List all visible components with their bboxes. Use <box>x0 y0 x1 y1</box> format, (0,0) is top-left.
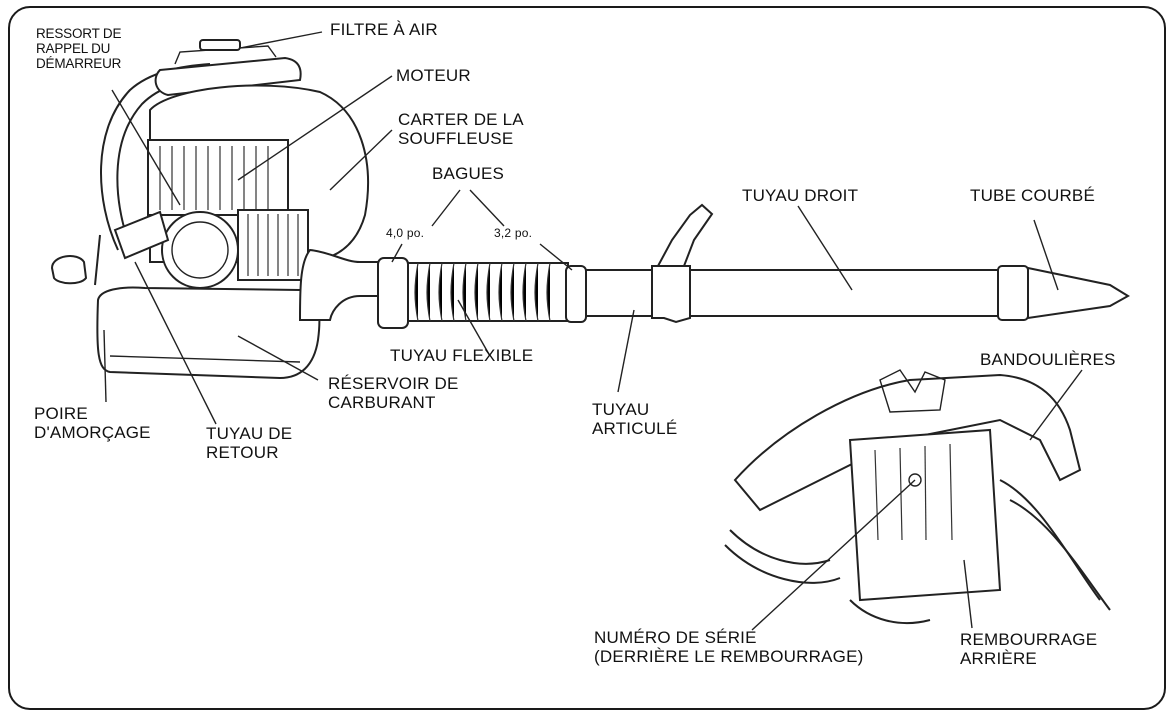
ring-3in <box>565 265 587 323</box>
engine-assembly <box>50 39 396 380</box>
label-return-tube: TUYAU DE RETOUR <box>206 424 293 462</box>
label-rings: BAGUES <box>432 164 505 183</box>
label-fuel-tank: RÉSERVOIR DE CARBURANT <box>328 374 459 412</box>
label-flex-tube: TUYAU FLEXIBLE <box>390 346 534 365</box>
diagram-frame <box>8 6 1166 710</box>
label-curved-tube: TUBE COURBÉ <box>970 186 1095 205</box>
swivel-tube-shape <box>585 269 657 317</box>
label-straight-tube: TUYAU DROIT <box>742 186 859 205</box>
label-shoulder-straps: BANDOULIÈRES <box>980 350 1116 369</box>
label-swivel-tube: TUYAU ARTICULÉ <box>592 400 678 438</box>
label-engine: MOTEUR <box>396 66 471 85</box>
harness-assembly <box>724 369 1111 624</box>
label-back-pad: REMBOURRAGE ARRIÈRE <box>960 630 1098 668</box>
tube-assembly <box>377 203 1130 329</box>
label-serial-number: NUMÉRO DE SÉRIE (DERRIÈRE LE REMBOURRAGE… <box>594 628 864 666</box>
label-primer-bulb: POIRE D'AMORÇAGE <box>34 404 151 442</box>
label-ring-size-2: 3,2 po. <box>494 226 533 240</box>
ring-4in <box>377 257 409 329</box>
leader-lines <box>103 31 1083 631</box>
label-ring-size-1: 4,0 po. <box>386 226 425 240</box>
back-pad-shape <box>848 428 1002 602</box>
label-starter-spring: RESSORT DE RAPPEL DU DÉMARREUR <box>36 26 122 71</box>
label-blower-housing: CARTER DE LA SOUFFLEUSE <box>398 110 524 148</box>
straight-tube-shape <box>689 269 1001 317</box>
label-air-filter: FILTRE À AIR <box>330 20 438 39</box>
curved-tube-shape <box>1027 266 1130 320</box>
